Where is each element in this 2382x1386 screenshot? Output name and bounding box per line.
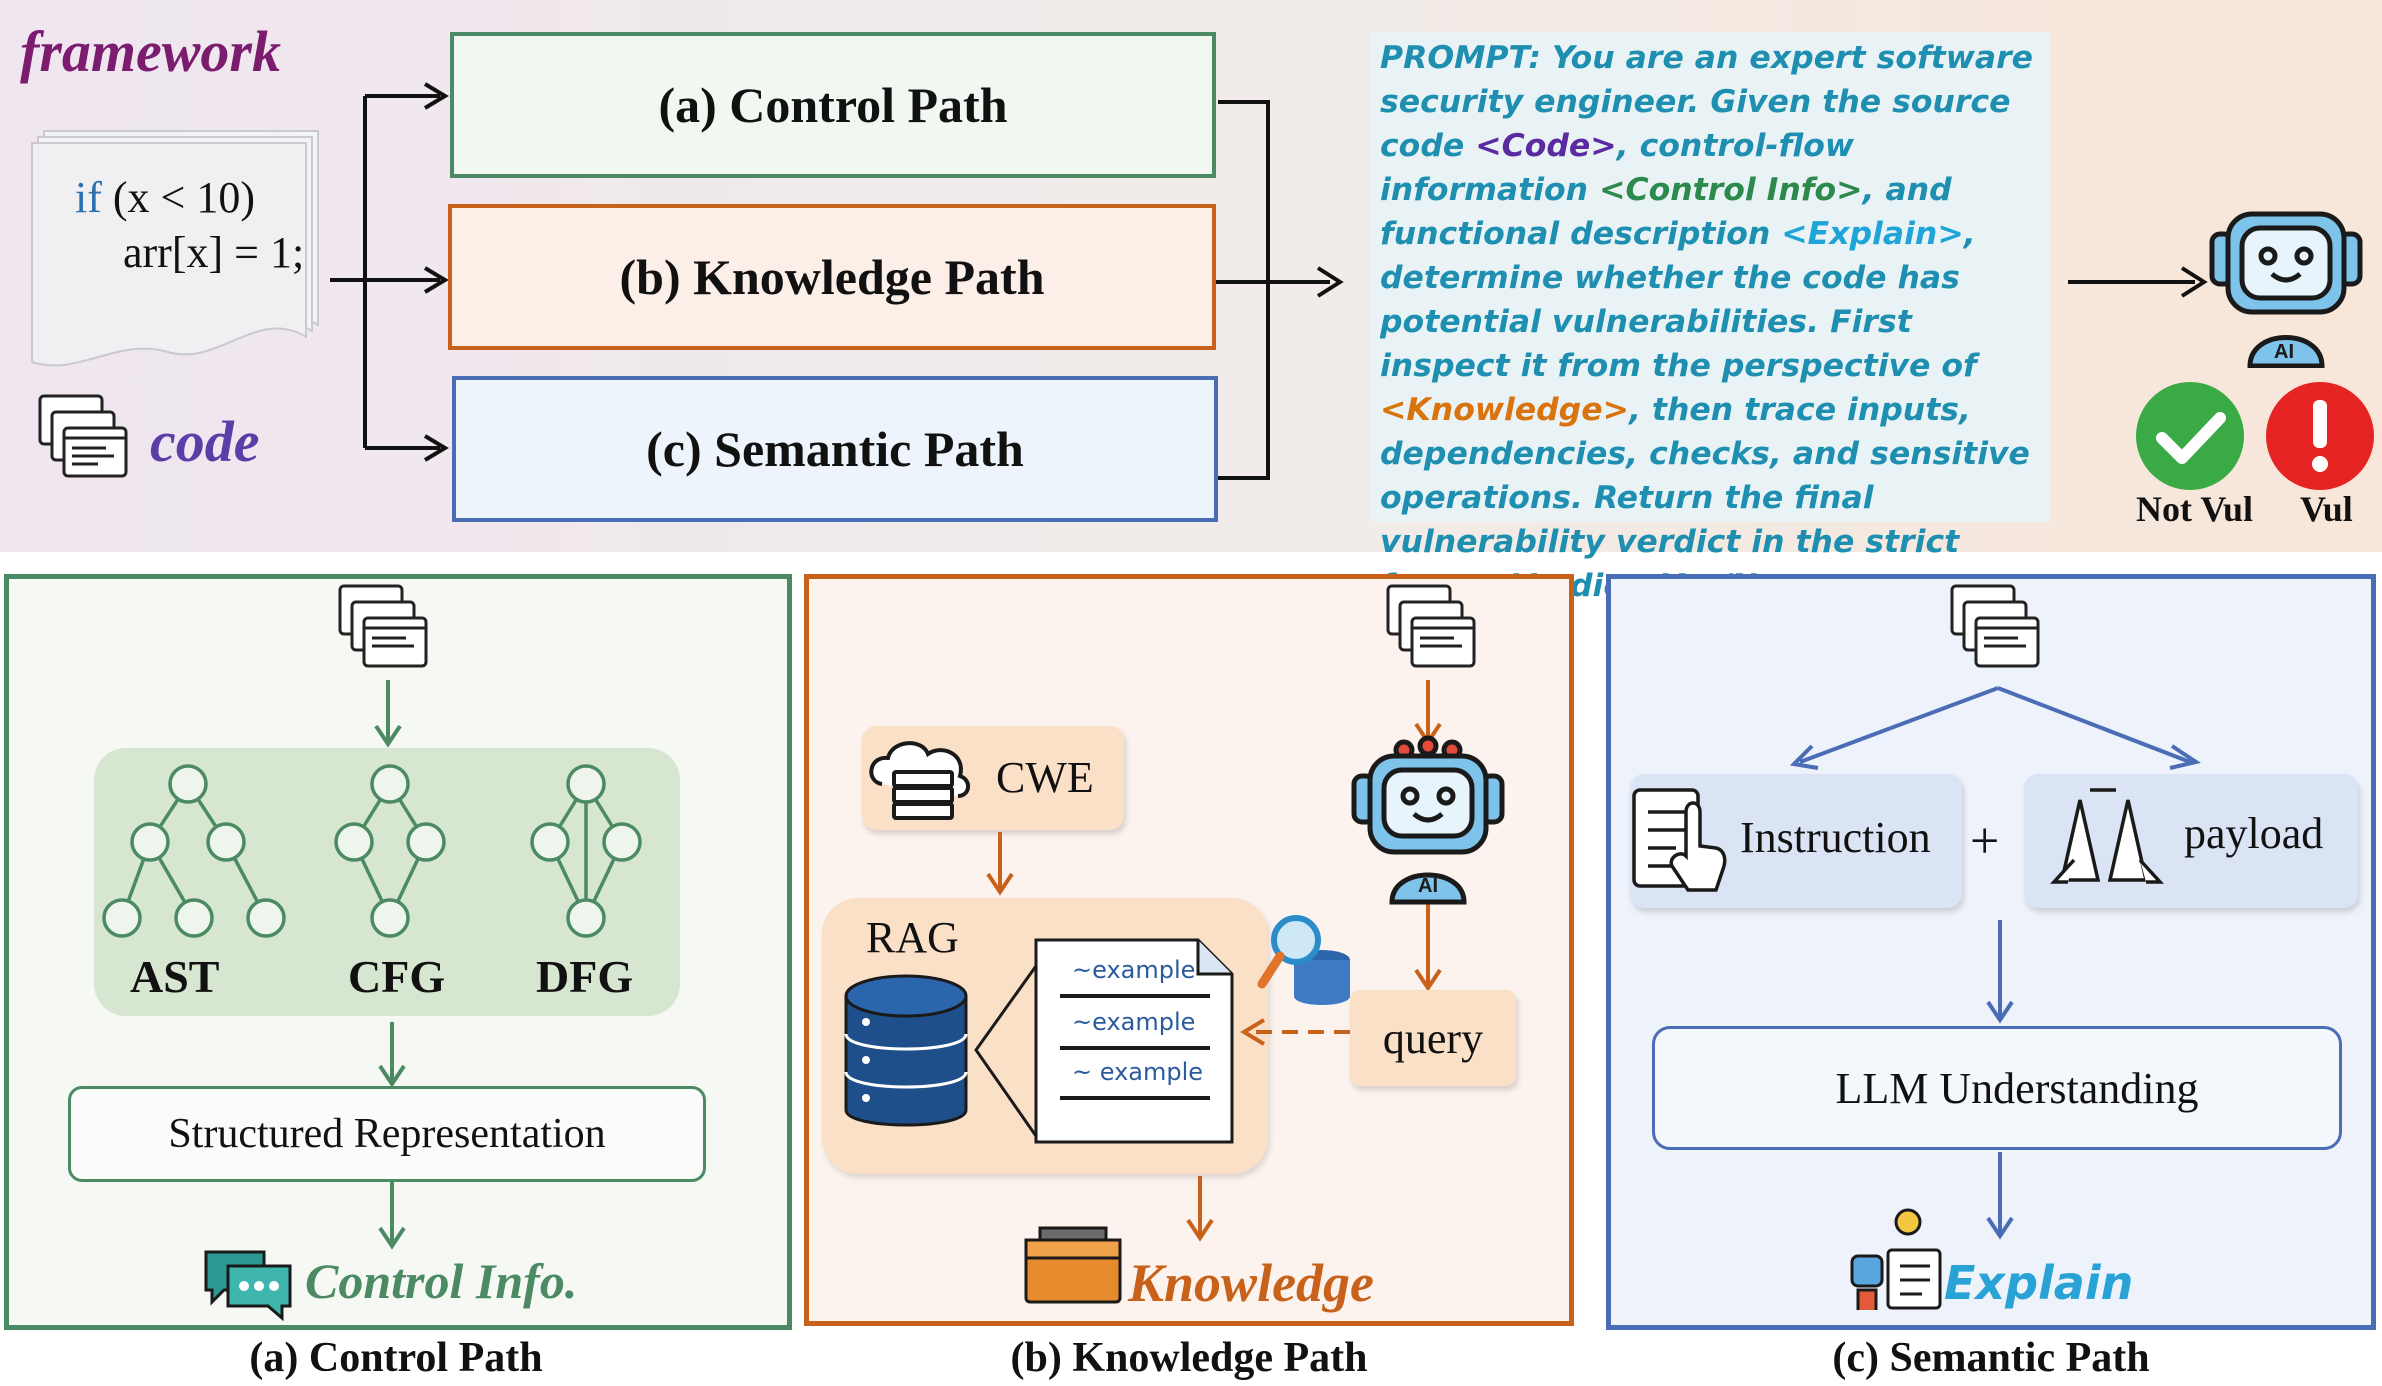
code-document-stack	[31, 130, 319, 367]
alert-icon	[2266, 382, 2374, 490]
code-files-icon	[1950, 584, 2040, 668]
check-icon	[2136, 382, 2244, 490]
rag-label: RAG	[866, 913, 959, 962]
semantic-path-panel	[1606, 574, 2376, 1330]
code-files-icon	[38, 394, 128, 478]
not-vul-label: Not Vul	[2136, 489, 2254, 529]
semantic-path-caption: (c) Semantic Path	[1832, 1335, 2150, 1381]
instruction-label: Instruction	[1740, 813, 1931, 862]
code-label: code	[150, 409, 260, 474]
plus-sign: +	[1970, 813, 2000, 870]
control-path-caption: (a) Control Path	[249, 1335, 543, 1381]
knowledge-path-box: (b) Knowledge Path	[448, 204, 1216, 350]
control-graphs	[102, 680, 642, 1250]
code-files-icon	[338, 584, 428, 668]
code-keyword: if	[75, 173, 102, 222]
svg-text:AI: AI	[2274, 341, 2294, 363]
code-tag: <Code>	[1475, 128, 1617, 164]
example-line-3: ~ example	[1072, 1058, 1204, 1086]
prompt-part: PROMPT: You are an expert software secur…	[1380, 40, 2033, 164]
example-line-2: ~example	[1072, 1008, 1196, 1036]
query-box: query	[1350, 990, 1516, 1086]
control-path-box: (a) Control Path	[450, 32, 1216, 178]
dfg-label: DFG	[536, 951, 634, 1002]
ast-label: AST	[130, 951, 220, 1002]
svg-text:AI: AI	[1418, 875, 1438, 897]
prompt-part: , and functional description	[1380, 172, 1952, 252]
cwe-label: CWE	[996, 753, 1094, 802]
semantic-path-box: (c) Semantic Path	[452, 376, 1218, 522]
llm-understanding-box: LLM Understanding	[1652, 1026, 2342, 1150]
explain-label: Explain	[1944, 1256, 2134, 1310]
framework-label: framework	[20, 19, 281, 84]
knowledge-path-caption: (b) Knowledge Path	[1010, 1335, 1368, 1381]
chat-bubbles-icon	[204, 1250, 292, 1322]
framework-connectors	[330, 82, 2208, 480]
code-line-1: if (x < 10)	[75, 172, 255, 223]
structured-representation-box: Structured Representation	[68, 1086, 706, 1182]
vul-label: Vul	[2300, 489, 2353, 529]
prompt-part: , control-flow information	[1380, 128, 1854, 208]
code-files-icon	[1386, 584, 1476, 668]
example-line-1: ~example	[1072, 956, 1196, 984]
knowledge-tag: <Knowledge>	[1380, 392, 1629, 428]
cfg-label: CFG	[348, 951, 446, 1002]
ai-robot-icon: AI	[2209, 211, 2363, 368]
code-line-2: arr[x] = 1;	[123, 228, 305, 277]
code-condition: (x < 10)	[101, 173, 256, 222]
prompt-part: , determine whether the code has potenti…	[1380, 216, 1977, 384]
explain-tag: <Explain>	[1781, 216, 1964, 252]
payload-label: payload	[2184, 809, 2324, 858]
prompt-text: PROMPT: You are an expert software secur…	[1370, 32, 2050, 604]
control-info-tag: <Control Info>	[1599, 172, 1863, 208]
cloud-server-icon	[869, 741, 970, 820]
knowledge-label: Knowledge	[1128, 1253, 1375, 1313]
control-info-label: Control Info.	[305, 1253, 578, 1309]
